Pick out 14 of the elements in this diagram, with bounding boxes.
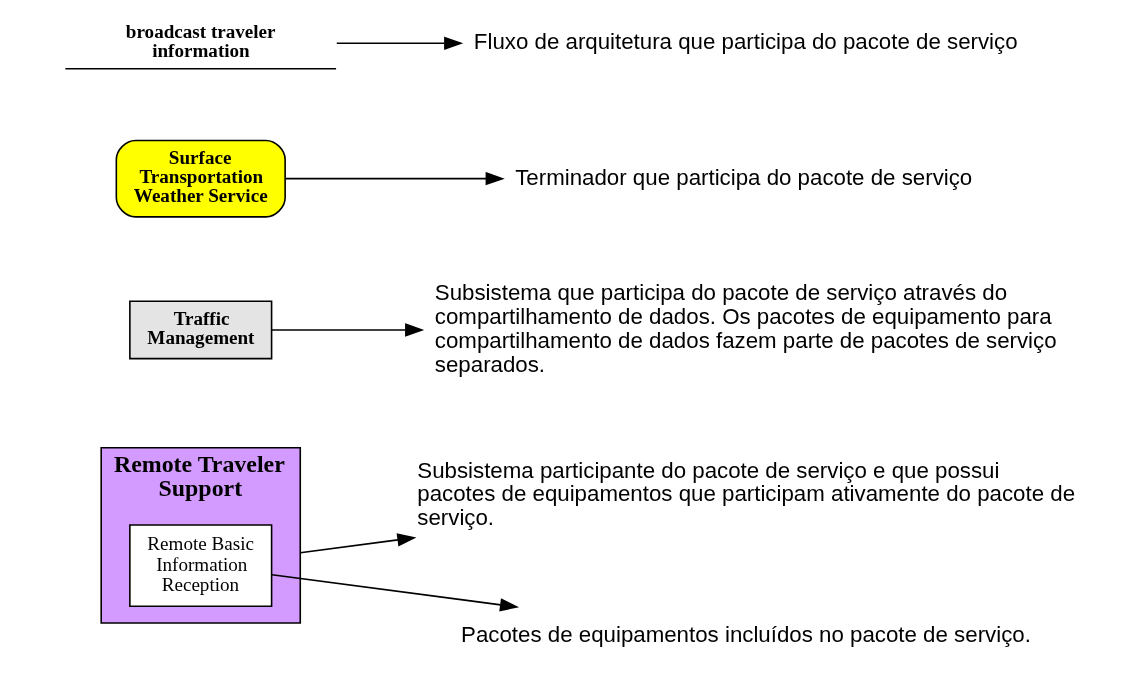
node-text: Subsistema que participa do pacote de serviço através do compartilhamento de dados. Os pacotes de equipamento para compartilhamento de dados fazem parte de pacotes de serviço separados. — [434, 280, 1057, 377]
node-text: Fluxo de arquitetura que participa do pacote de serviço — [473, 29, 1018, 55]
arrow — [284, 171, 505, 186]
arrow — [299, 533, 417, 554]
node-text: Pacotes de equipamentos incluídos no pacote de serviço. — [461, 621, 1031, 647]
node-box: Remote Basic Information Reception — [129, 524, 273, 608]
arrow — [271, 574, 520, 612]
node-box: Traffic Management — [129, 300, 273, 360]
arrow — [271, 323, 425, 337]
node-box: Surface Transportation Weather Service — [115, 139, 286, 218]
node-text: Subsistema participante do pacote de serviço e que possui pacotes de equipamentos que participam ativamente do pacote de serviço. — [417, 457, 1076, 531]
node-text: broadcast traveler information — [125, 20, 276, 61]
node-text: Terminador que participa do pacote de serviço — [515, 164, 973, 190]
arrow — [335, 36, 464, 50]
